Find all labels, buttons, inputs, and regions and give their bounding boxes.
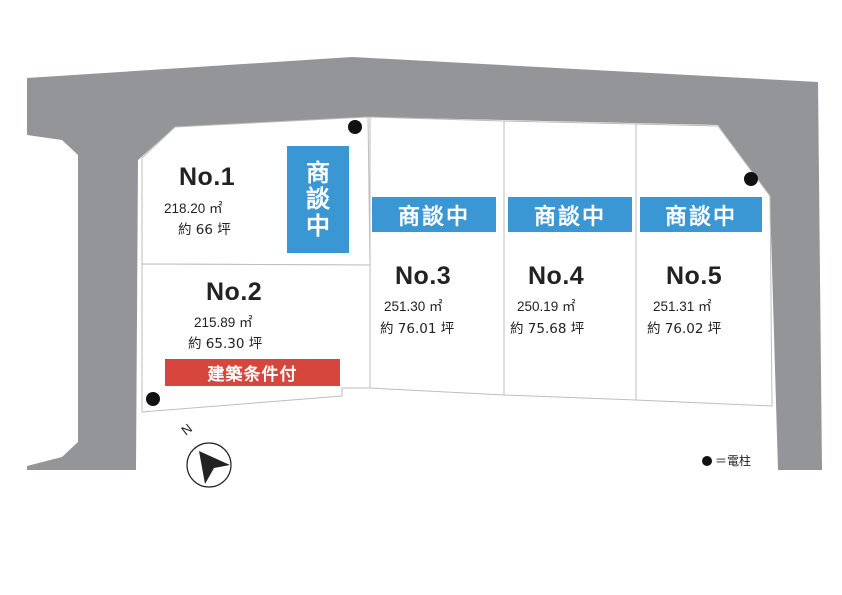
lot-3-status-badge: 商談中 [372,197,496,232]
lot-3-area: 251.30 ㎡ [384,299,443,314]
lot-2-condition-badge: 建築条件付 [165,359,340,386]
road [27,57,822,470]
lot-5-number: No.5 [666,262,723,290]
status-char: 中 [306,211,330,240]
legend-text: ＝電柱 [715,454,752,468]
utility-pole-3 [146,392,160,406]
status-char: 商 [306,158,330,187]
lot-5-area: 251.31 ㎡ [653,299,712,314]
lot-5-status-badge: 商談中 [640,197,762,232]
lot-3-number: No.3 [395,262,452,290]
lot-4-boundary [503,120,637,401]
lot-4-status-badge: 商談中 [508,197,632,232]
lot-5-boundary [635,123,773,407]
lot-1-number: No.1 [179,163,236,191]
utility-pole-1 [348,120,362,134]
lot-3-boundary [369,116,505,396]
utility-pole-2 [744,172,758,186]
lot-3-tsubo: 約 76.01 坪 [380,321,455,337]
lot-4-tsubo: 約 75.68 坪 [510,321,585,337]
lot-1-tsubo: 約 66 坪 [178,222,231,238]
compass-icon [186,442,232,488]
lot-4-number: No.4 [528,262,585,290]
legend: ＝電柱 [702,452,751,469]
lot-2-area: 215.89 ㎡ [194,315,253,330]
lot-5-tsubo: 約 76.02 坪 [647,321,722,337]
lot-1-status-badge: 商 談 中 [287,146,349,253]
lot-1-area: 218.20 ㎡ [164,201,223,216]
lot-4-area: 250.19 ㎡ [517,299,576,314]
lot-2-tsubo: 約 65.30 坪 [188,336,263,352]
utility-pole-legend-icon [702,455,712,466]
lot-2-number: No.2 [206,278,263,306]
status-char: 談 [306,185,330,214]
